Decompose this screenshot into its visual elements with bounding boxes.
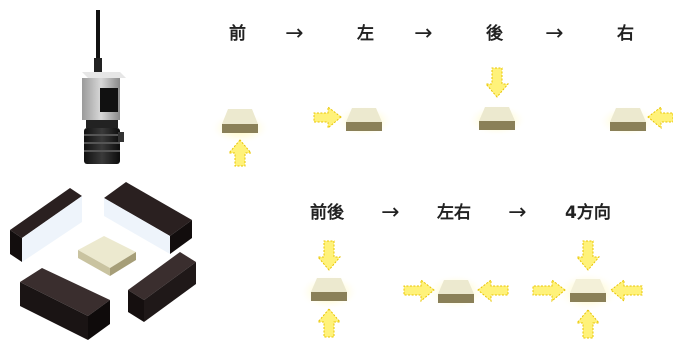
step-label-right: 右	[617, 24, 634, 44]
light-direction-arrow-icon	[313, 105, 342, 130]
step-label-front: 前	[229, 24, 246, 44]
workpiece-icon	[479, 107, 515, 130]
step-label-front-back: 前後	[310, 203, 344, 223]
light-direction-arrow-icon	[575, 240, 601, 271]
light-direction-arrow-icon	[316, 240, 342, 271]
workpiece-icon	[610, 108, 646, 131]
step-label-left-right: 左右	[437, 203, 471, 223]
camera-icon	[82, 10, 126, 164]
light-direction-arrow-icon	[610, 278, 643, 303]
sequence-arrow: →	[414, 21, 433, 46]
light-direction-arrow-icon	[316, 308, 342, 338]
workpiece-icon	[311, 278, 347, 301]
light-bar-icon	[128, 252, 196, 322]
step-label-four-directions: 4方向	[565, 203, 611, 223]
light-direction-arrow-icon	[647, 105, 673, 130]
light-bar-icon	[104, 182, 192, 254]
workpiece-icon	[78, 236, 136, 276]
light-direction-arrow-icon	[227, 139, 253, 167]
light-direction-arrow-icon	[403, 278, 435, 303]
workpiece-icon	[570, 279, 606, 302]
sequence-arrow: →	[545, 21, 564, 46]
workpiece-icon	[438, 280, 474, 303]
step-label-back: 後	[486, 24, 503, 44]
sequence-arrow: →	[381, 200, 400, 225]
sequence-arrow: →	[508, 200, 527, 225]
workpiece-icon	[222, 109, 258, 133]
light-direction-arrow-icon	[477, 278, 509, 303]
light-direction-arrow-icon	[532, 278, 566, 303]
light-direction-arrow-icon	[575, 309, 601, 339]
light-direction-arrow-icon	[484, 67, 510, 98]
light-bar-icon	[10, 188, 82, 262]
light-bar-icon	[20, 268, 110, 340]
step-label-left: 左	[357, 24, 374, 44]
workpiece-icon	[346, 108, 382, 131]
sequence-arrow: →	[285, 21, 304, 46]
